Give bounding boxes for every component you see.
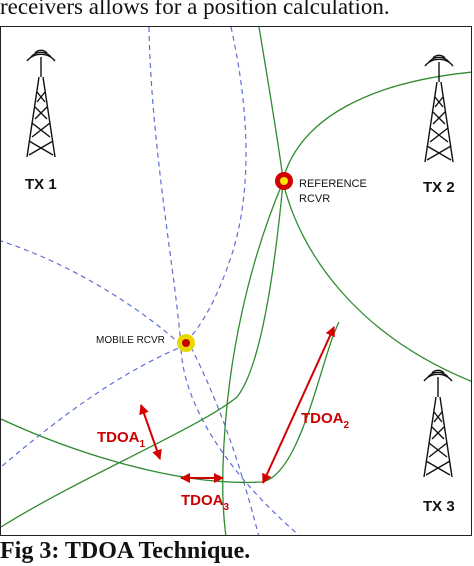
- tdoa-diagram-panel: TX 1 TX 2 TX 3 REFERENCE RCVR MOBILE RCV…: [0, 26, 472, 536]
- reference-receiver-marker: [275, 172, 293, 190]
- blue-curve-arc: [182, 27, 247, 346]
- mobile-receiver-label: MOBILE RCVR: [96, 335, 165, 346]
- reference-receiver-label-line1: REFERENCE: [299, 178, 367, 190]
- figure-caption: Fig 3: TDOA Technique.: [0, 538, 251, 564]
- tdoa1-arrow: [139, 404, 162, 460]
- blue-curve-sweep: [1, 344, 187, 468]
- blue-curve-left: [148, 27, 300, 535]
- antenna-tower-icon: [26, 49, 56, 158]
- header-text: receivers allows for a position calculat…: [0, 0, 390, 19]
- blue-hyperbolas: [1, 27, 300, 535]
- antenna-tower-icon: [424, 54, 454, 163]
- green-curve-outer: [1, 182, 284, 528]
- reference-receiver-label-line2: RCVR: [299, 193, 330, 205]
- tx2-label: TX 2: [423, 179, 455, 196]
- green-curve-ref-right: [282, 71, 471, 180]
- green-curve-ref-down: [282, 181, 471, 382]
- tx1-tower: [26, 49, 56, 158]
- antenna-tower-icon: [423, 369, 453, 478]
- green-curve-top: [258, 27, 284, 180]
- mobile-receiver-marker: [177, 334, 195, 352]
- blue-curve-lower: [190, 346, 260, 535]
- tx3-label: TX 3: [423, 498, 455, 515]
- tx3-tower: [423, 369, 453, 478]
- blue-curve-upper: [1, 240, 182, 346]
- tdoa2-arrow: [262, 326, 335, 484]
- tdoa-diagram: TX 1 TX 2 TX 3 REFERENCE RCVR MOBILE RCV…: [1, 27, 471, 535]
- tdoa1-label: TDOA1: [97, 429, 146, 450]
- tdoa2-label: TDOA2: [301, 410, 350, 431]
- tdoa3-label: TDOA3: [181, 492, 230, 513]
- tx2-tower: [424, 54, 454, 163]
- green-curve-bottom: [1, 321, 340, 484]
- tx1-label: TX 1: [25, 176, 57, 193]
